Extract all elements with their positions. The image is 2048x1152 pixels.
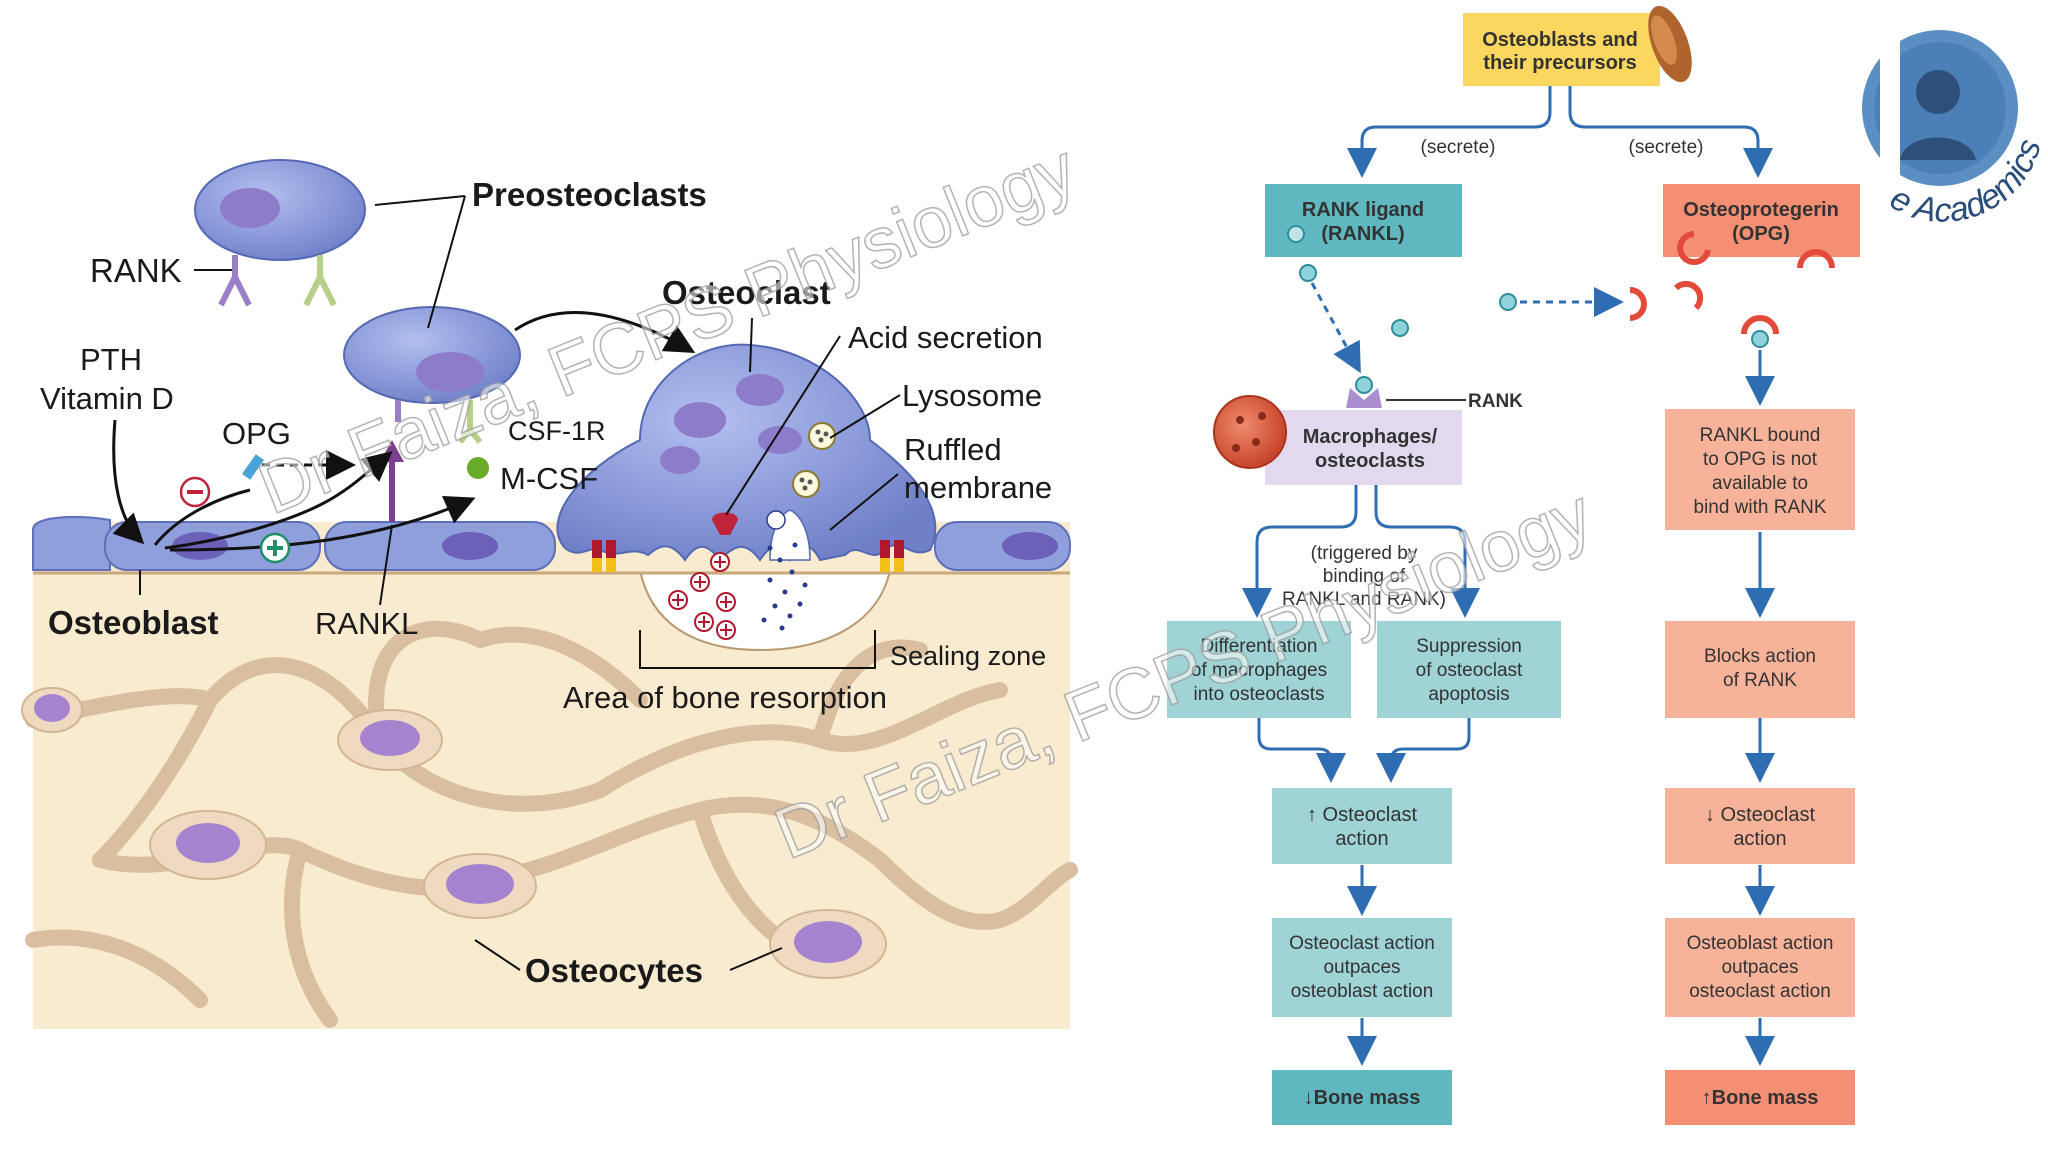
box-macro-line2: osteoclasts bbox=[1315, 450, 1425, 472]
label-osteoblast: Osteoblast bbox=[48, 604, 219, 641]
box-osteoblasts-line1: Osteoblasts and bbox=[1482, 29, 1638, 51]
box-bone-mass-increase bbox=[1665, 1070, 1855, 1125]
box-ob-out-line3: osteoclast action bbox=[1689, 981, 1831, 1002]
box-supp-line1: Suppression bbox=[1416, 636, 1522, 657]
inhibit-sign bbox=[179, 476, 211, 508]
preosteoclast-lower bbox=[343, 306, 521, 444]
box-diff-line3: into osteoclasts bbox=[1194, 684, 1325, 705]
box-decreased-osteoclast bbox=[1665, 788, 1855, 864]
secrete-arrows bbox=[1347, 86, 1773, 178]
box-diff-line1: Differentiation bbox=[1201, 636, 1318, 657]
bone-remodeling-illustration: Preosteoclasts RANK Osteoclast PTH Vitam… bbox=[21, 159, 1078, 1029]
box-rankl bbox=[1265, 184, 1462, 257]
label-acid-secretion: Acid secretion bbox=[848, 320, 1043, 355]
rankl-to-rank-arrow bbox=[1310, 282, 1361, 374]
box-ob-out-line1: Osteoblast action bbox=[1687, 933, 1834, 954]
box-oc-out-line1: Osteoclast action bbox=[1289, 933, 1435, 954]
box-bound-line3: available to bbox=[1712, 473, 1808, 494]
macrophage-branches bbox=[1242, 485, 1480, 618]
logo-person-icon bbox=[1916, 70, 1960, 114]
box-ob-outpaces bbox=[1665, 918, 1855, 1017]
osteocyte-bodies bbox=[21, 687, 887, 979]
triggered-line2: binding of bbox=[1323, 566, 1406, 587]
opg-icon-edge bbox=[1797, 249, 1835, 269]
box-oc-out-line2: outpaces bbox=[1323, 957, 1400, 978]
box-bound-line4: bind with RANK bbox=[1693, 497, 1826, 518]
box-bone-mass-decrease bbox=[1272, 1070, 1452, 1125]
label-membrane: membrane bbox=[904, 470, 1052, 505]
label-pth: PTH bbox=[80, 342, 142, 377]
box-ob-out-line2: outpaces bbox=[1721, 957, 1798, 978]
rankl-opg-flowchart: Osteoblasts and their precursors (secret… bbox=[1167, 5, 1860, 1125]
box-bound-line2: to OPG is not bbox=[1703, 449, 1818, 470]
label-vitamin-d: Vitamin D bbox=[40, 381, 174, 416]
leader-lines bbox=[139, 195, 901, 971]
regulation-arrows bbox=[112, 311, 696, 552]
box-osteoblasts-line2: their precursors bbox=[1483, 52, 1636, 74]
box-supp-line2: of osteoclast bbox=[1416, 660, 1523, 681]
opg-molecule bbox=[242, 454, 264, 480]
box-increased-osteoclast bbox=[1272, 788, 1452, 864]
box-rankl-line1: RANK ligand bbox=[1302, 199, 1424, 221]
label-opg: OPG bbox=[222, 416, 291, 451]
box-oc-out-line3: osteoblast action bbox=[1291, 981, 1434, 1002]
label-secrete-left: (secrete) bbox=[1421, 137, 1496, 158]
box-opg-line2: (OPG) bbox=[1732, 223, 1790, 245]
label-csf1r: CSF-1R bbox=[508, 416, 606, 446]
preosteoclast-top bbox=[194, 159, 366, 307]
label-sealing-zone: Sealing zone bbox=[890, 641, 1046, 671]
box-dec-oc-line2: action bbox=[1733, 828, 1786, 850]
box-inc-oc-line1: ↑ Osteoclast bbox=[1307, 804, 1417, 826]
triggered-line3: RANKL and RANK) bbox=[1282, 589, 1446, 610]
acid-ions bbox=[668, 542, 808, 640]
label-rank-flow: RANK bbox=[1468, 391, 1523, 412]
opg-molecules bbox=[1629, 280, 1779, 335]
box-oc-outpaces bbox=[1272, 918, 1452, 1017]
label-secrete-right: (secrete) bbox=[1629, 137, 1704, 158]
box-macro-line1: Macrophages/ bbox=[1303, 426, 1438, 448]
label-area-resorption: Area of bone resorption bbox=[563, 680, 887, 715]
triggered-line1: (triggered by bbox=[1311, 543, 1418, 564]
box-bone-inc-text: ↑Bone mass bbox=[1702, 1087, 1819, 1109]
box-blocks-line1: Blocks action bbox=[1704, 646, 1816, 667]
academics-logo: e Academics bbox=[1862, 0, 2048, 230]
box-dec-oc-line1: ↓ Osteoclast bbox=[1705, 804, 1815, 826]
stimulate-sign bbox=[259, 532, 291, 564]
box-opg-line1: Osteoprotegerin bbox=[1683, 199, 1839, 221]
rankl-icon bbox=[1287, 225, 1305, 243]
label-ruffled: Ruffled bbox=[904, 432, 1002, 467]
box-blocks-rank bbox=[1665, 621, 1855, 718]
opg-icon bbox=[1677, 231, 1711, 265]
box-osteoblasts-precursors bbox=[1463, 13, 1660, 86]
rankl-molecules bbox=[1299, 264, 1769, 394]
macrophage-icon bbox=[1213, 395, 1287, 469]
box-blocks-line2: of RANK bbox=[1723, 670, 1797, 691]
osteoclast-cell bbox=[556, 343, 937, 572]
box-supp-line3: apoptosis bbox=[1428, 684, 1509, 705]
rank-receptor bbox=[1346, 388, 1382, 408]
label-osteoclast: Osteoclast bbox=[662, 274, 831, 311]
label-rank: RANK bbox=[90, 252, 182, 289]
label-osteocytes: Osteocytes bbox=[525, 952, 703, 989]
box-suppression bbox=[1377, 621, 1561, 718]
converge-arrows bbox=[1257, 718, 1471, 1066]
mcsf-molecule bbox=[467, 457, 489, 479]
label-rankl: RANKL bbox=[315, 606, 418, 641]
box-rankl-line2: (RANKL) bbox=[1321, 223, 1404, 245]
box-diff-line2: of macrophages bbox=[1191, 660, 1327, 681]
box-differentiation bbox=[1167, 621, 1351, 718]
label-lysosome: Lysosome bbox=[902, 378, 1042, 413]
box-bone-dec-text: ↓Bone mass bbox=[1304, 1087, 1421, 1109]
box-rankl-bound bbox=[1665, 409, 1855, 530]
box-inc-oc-line2: action bbox=[1335, 828, 1388, 850]
osteoblast-cell-icon bbox=[1648, 5, 1692, 83]
box-bound-line1: RANKL bound bbox=[1700, 425, 1821, 446]
label-mcsf: M-CSF bbox=[500, 461, 598, 496]
box-macrophages bbox=[1265, 410, 1462, 485]
label-preosteoclasts: Preosteoclasts bbox=[472, 176, 707, 213]
box-opg bbox=[1663, 184, 1860, 257]
